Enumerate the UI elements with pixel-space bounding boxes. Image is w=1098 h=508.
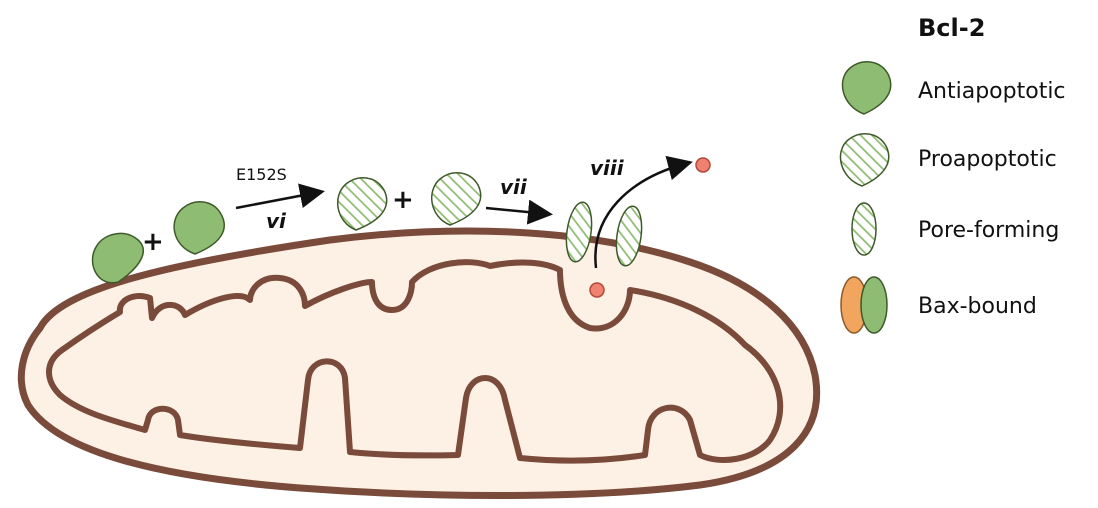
proapoptotic-drop-icon (840, 134, 888, 186)
step-vi-label: vi (266, 209, 287, 233)
step-vii-arrow (486, 208, 548, 214)
internal-cytochrome-dot (590, 283, 604, 297)
bax-bound-pair-icon (841, 277, 887, 333)
proapoptotic-protein-2 (432, 173, 481, 225)
legend-label-proapoptotic: Proapoptotic (918, 147, 1057, 172)
mutation-label: E152S (236, 165, 287, 184)
antiapoptotic-drop-icon (842, 62, 890, 114)
legend-label-pore-forming: Pore-forming (918, 218, 1059, 243)
step-vii-label: vii (500, 175, 528, 199)
legend-label-antiapoptotic: Antiapoptotic (918, 79, 1066, 104)
antiapoptotic-protein-2 (174, 202, 224, 254)
legend-title: Bcl-2 (918, 14, 985, 42)
pore-forming-oval-icon (852, 203, 876, 255)
plus-sign-2: + (392, 185, 414, 215)
proapoptotic-protein-1 (338, 178, 387, 230)
step-vi-arrow (236, 192, 320, 208)
step-viii-label: viii (590, 156, 625, 180)
plus-sign-1: + (142, 227, 164, 257)
released-cytochrome-dot (696, 158, 710, 172)
legend-label-bax-bound: Bax-bound (918, 294, 1037, 319)
